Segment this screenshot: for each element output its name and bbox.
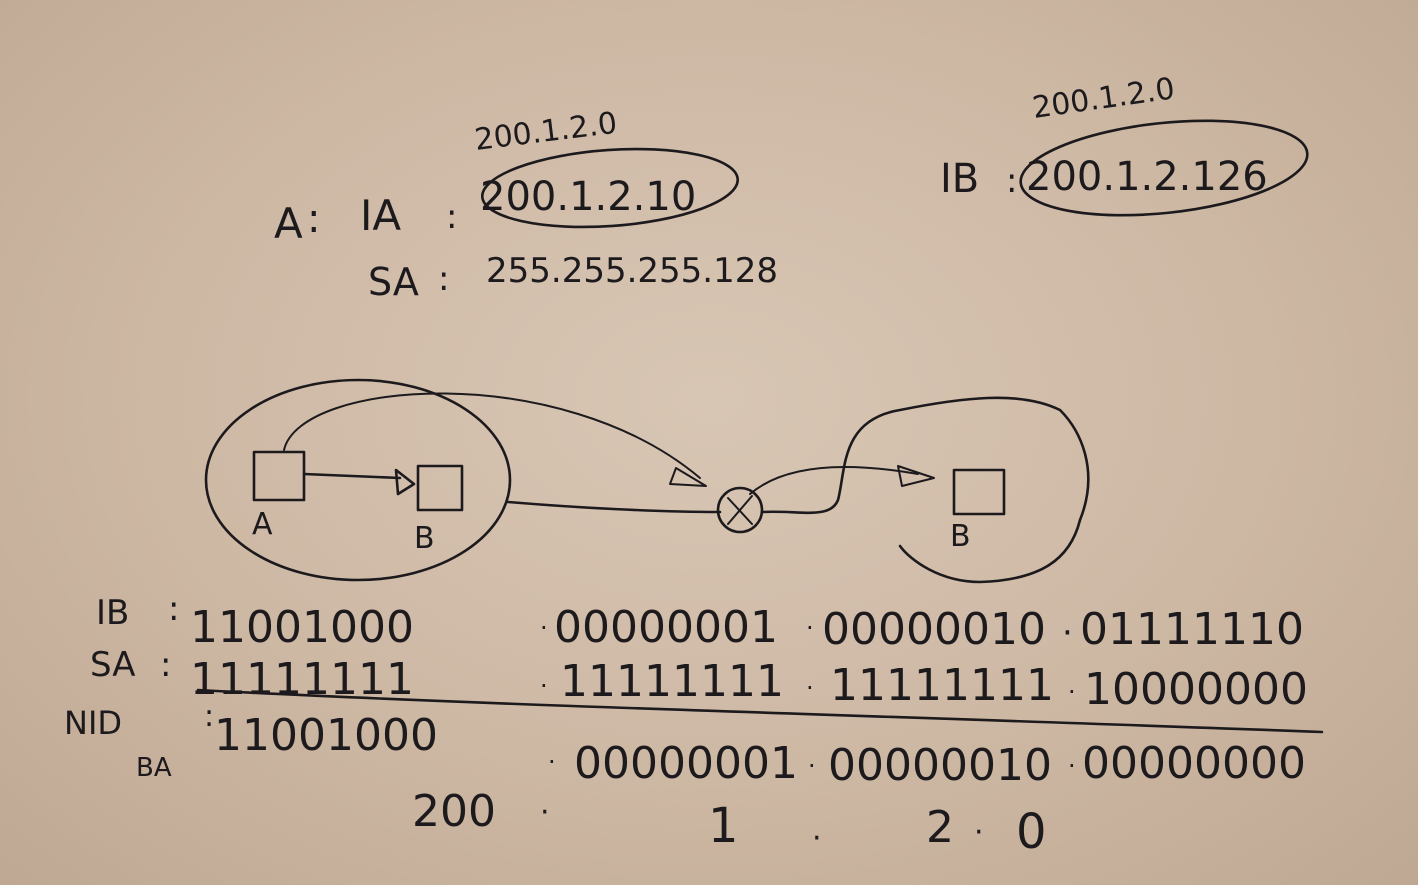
octet-dot: · [1068, 678, 1076, 706]
result-underline [196, 688, 1324, 734]
sa-octet-3: 11111111 [830, 660, 1054, 711]
arc-to-remote-b-head [897, 465, 935, 487]
colon-mark: : [1006, 161, 1017, 201]
nid-octet-1: 11001000 [214, 710, 438, 761]
sa-octet-4: 10000000 [1084, 664, 1308, 715]
colon-mark: : [168, 589, 179, 629]
network-diagram: A B B [204, 378, 1090, 584]
octet-dot: · [812, 821, 822, 856]
octet-dot: · [540, 672, 548, 700]
host-a-box [252, 450, 306, 502]
colon-mark: : [204, 699, 214, 734]
decimal-octet-1: 200 [412, 786, 496, 837]
host-b-remote-node-label: B [950, 519, 971, 554]
host-b-local-box [416, 464, 464, 512]
decimal-octet-4: 0 [1016, 804, 1047, 860]
nid-row-label: NID [64, 704, 122, 742]
ib-row-label: IB [96, 593, 129, 633]
nid-octet-4: 00000000 [1082, 738, 1306, 789]
arc-to-router [283, 392, 701, 479]
host-a-prefix: A [274, 199, 303, 248]
host-b-ip-circle [1019, 119, 1309, 217]
octet-dot: · [1062, 613, 1073, 653]
arc-to-remote-b [749, 465, 919, 495]
nid-row-subscript: BA [136, 753, 172, 783]
octet-dot: · [540, 795, 550, 830]
binary-calculation: IB : 11001000 · 00000001 · 00000010 · 01… [64, 589, 1324, 860]
ib-octet-4: 01111110 [1080, 604, 1304, 655]
sa-octet-1: 11111111 [190, 654, 414, 705]
host-b-addressing: 200.1.2.0 IB : 200.1.2.126 [940, 71, 1309, 217]
host-b-ip-label: IB [940, 156, 979, 202]
colon-mark: : [160, 645, 171, 685]
host-b-local-node-label: B [414, 521, 435, 556]
octet-dot: · [806, 674, 814, 702]
local-arrow [302, 472, 402, 480]
arc-to-router-head [669, 467, 707, 487]
ib-octet-3: 00000010 [822, 604, 1046, 655]
colon-mark: : [307, 196, 320, 242]
sa-octet-2: 11111111 [560, 656, 784, 707]
octet-dot: · [808, 752, 816, 780]
nid-octet-2: 00000001 [574, 738, 798, 789]
decimal-octet-2: 1 [708, 798, 739, 854]
octet-dot: · [1068, 752, 1076, 780]
router-icon [716, 486, 764, 534]
decimal-octet-3: 2 [926, 802, 954, 853]
router-cross-mark [727, 495, 753, 525]
ib-octet-1: 11001000 [190, 602, 414, 653]
ib-octet-2: 00000001 [554, 602, 778, 653]
host-a-mask-label: SA [368, 260, 419, 304]
octet-dot: · [974, 815, 984, 850]
octet-dot: · [806, 614, 814, 642]
sa-row-label: SA [90, 645, 135, 685]
host-a-ip: 200.1.2.10 [480, 174, 696, 220]
remote-network-boundary [760, 396, 1090, 584]
colon-mark: : [446, 197, 457, 237]
host-a-ip-label: IA [360, 191, 401, 240]
host-b-ip: 200.1.2.126 [1026, 154, 1268, 200]
host-a-ip-circle [480, 147, 740, 229]
octet-dot: · [548, 748, 556, 776]
link-to-router [506, 500, 722, 514]
octet-dot: · [540, 614, 548, 642]
host-b-remote-box [952, 468, 1006, 516]
local-arrow-head [394, 468, 416, 496]
nid-octet-3: 00000010 [828, 740, 1052, 791]
host-a-mask: 255.255.255.128 [486, 251, 778, 291]
local-network-boundary [204, 378, 512, 582]
host-a-addressing: 200.1.2.0 A : IA : 200.1.2.10 SA : 255.2… [274, 106, 778, 304]
colon-mark: : [438, 259, 449, 299]
host-b-network-address: 200.1.2.0 [1030, 71, 1177, 126]
host-a-node-label: A [252, 507, 273, 542]
